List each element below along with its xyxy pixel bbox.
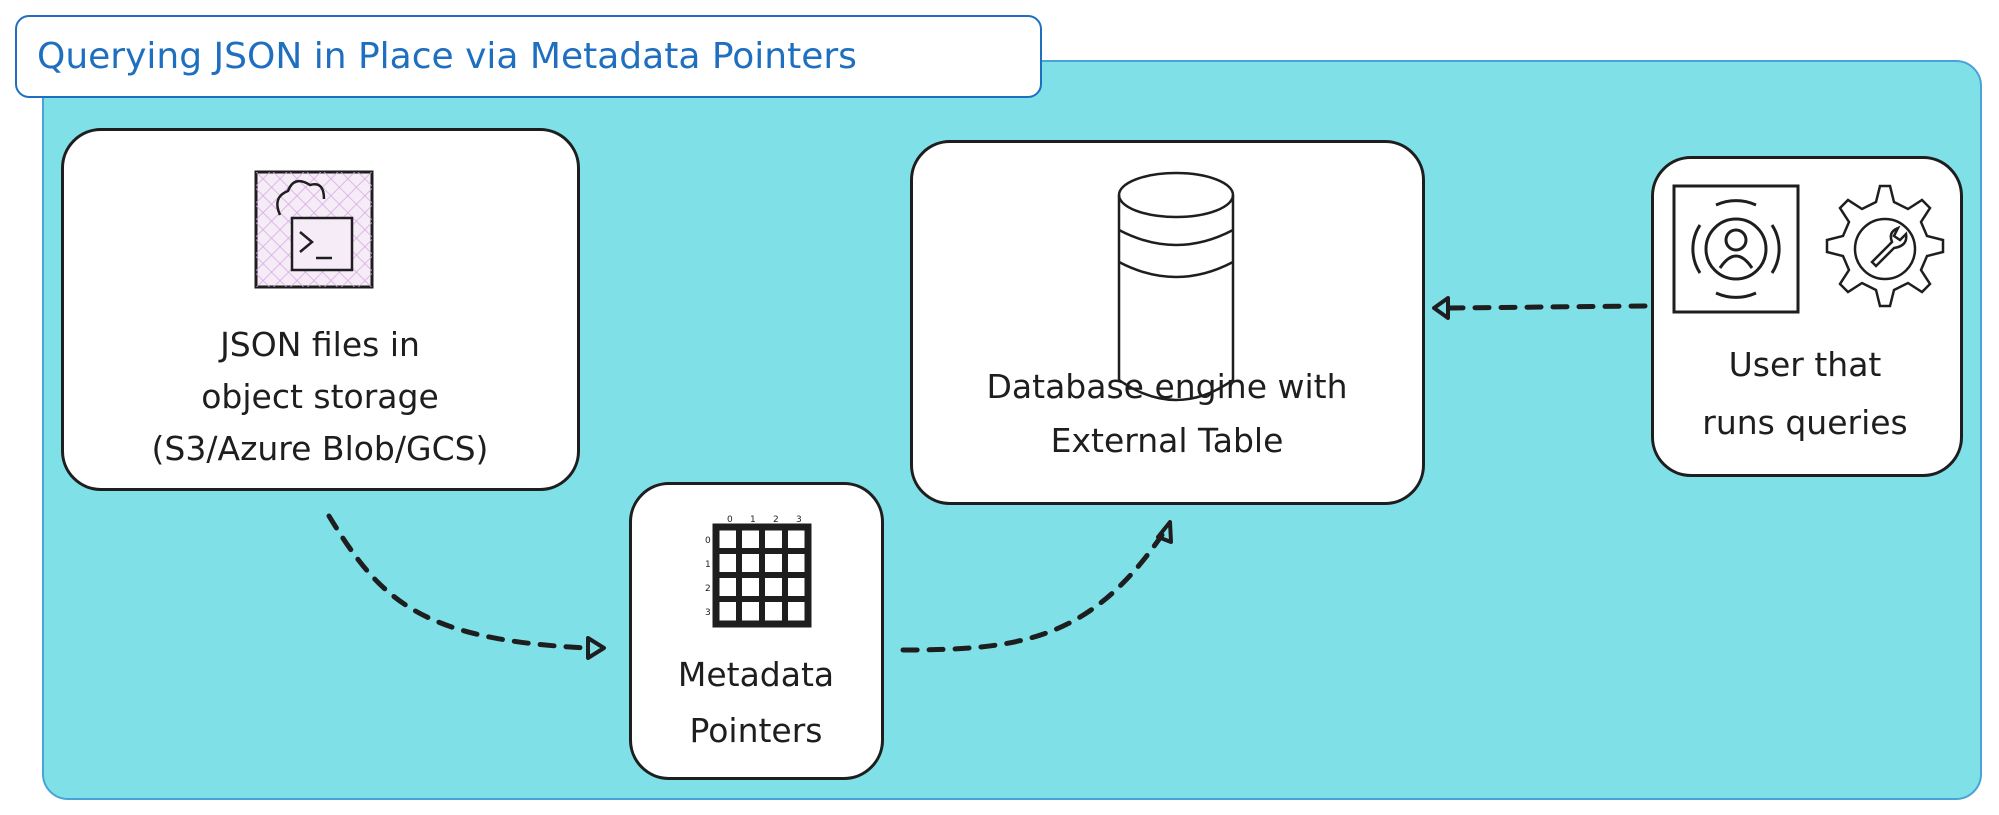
user-icon — [1672, 184, 1800, 314]
arrow-storage-to-metadata — [326, 513, 591, 651]
diagram-title: Querying JSON in Place via Metadata Poin… — [15, 15, 1042, 98]
user-label-2: runs queries — [1702, 403, 1908, 442]
database-node — [910, 140, 1425, 505]
grid-row-label: 3 — [705, 608, 711, 618]
title-text: Querying JSON in Place via Metadata Poin… — [37, 36, 857, 77]
arrow-metadata-to-database — [900, 532, 1165, 653]
grid-icon — [712, 523, 812, 628]
grid-col-label: 3 — [796, 515, 802, 525]
user-label-1: User that — [1728, 345, 1882, 384]
arrowhead — [1432, 296, 1450, 320]
storage-label-2: object storage — [201, 377, 439, 416]
metadata-label-1: Metadata — [677, 655, 835, 694]
database-label-2: External Table — [1050, 421, 1284, 460]
storage-label-1: JSON files in — [220, 325, 420, 364]
storage-label-3: (S3/Azure Blob/GCS) — [151, 429, 489, 468]
database-icon — [1117, 171, 1235, 402]
arrowhead — [1156, 520, 1173, 544]
gear-wrench-icon — [1825, 184, 1945, 308]
grid-col-label: 1 — [750, 515, 756, 525]
metadata-label-2: Pointers — [689, 711, 823, 750]
grid-row-label: 1 — [705, 560, 711, 570]
arrowhead — [586, 636, 606, 660]
grid-col-label: 2 — [773, 515, 779, 525]
grid-col-label: 0 — [727, 515, 733, 525]
grid-row-label: 0 — [705, 536, 711, 546]
grid-row-label: 2 — [705, 584, 711, 594]
user-node — [1651, 156, 1963, 477]
cloud-terminal-icon — [254, 170, 374, 289]
arrow-user-to-database — [1445, 303, 1648, 311]
metadata-node — [629, 482, 884, 780]
